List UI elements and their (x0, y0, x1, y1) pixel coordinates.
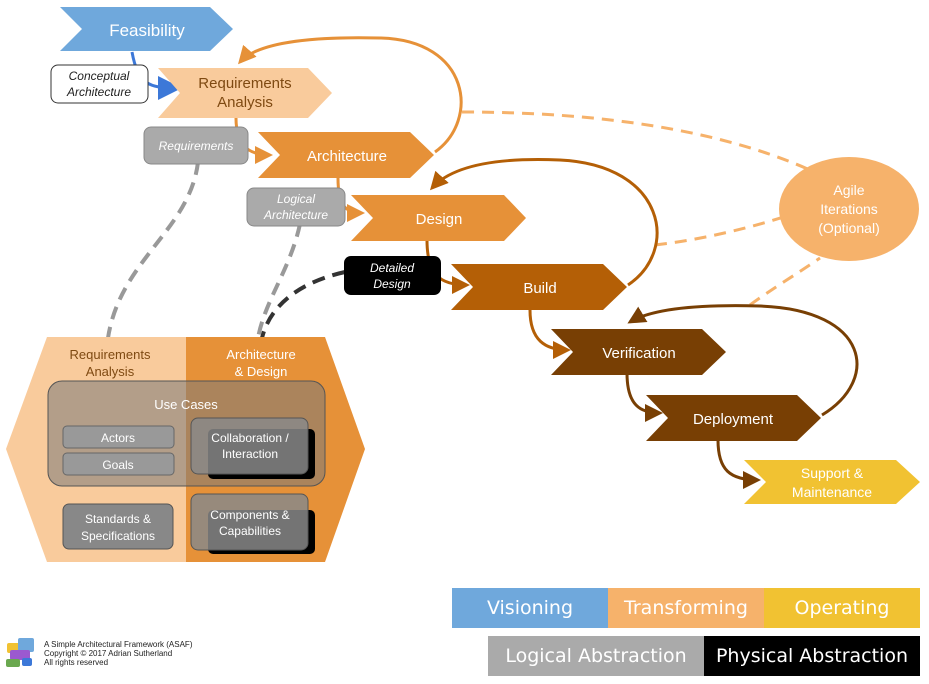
stage-support-maintenance[interactable]: Support & Maintenance (744, 460, 920, 504)
components-capabilities-box[interactable]: Components & Capabilities (190, 493, 315, 554)
stage-feasibility-label: Feasibility (109, 21, 185, 40)
legend-physical-label: Physical Abstraction (715, 645, 909, 667)
legend-operating-label: Operating (794, 597, 890, 619)
artifact-conceptual-line1: Conceptual (69, 69, 130, 83)
artifact-logical-line2: Architecture (263, 208, 328, 222)
artifact-detailed-line1: Detailed (370, 261, 414, 275)
components-line1: Components & (210, 508, 289, 522)
legend-transforming: Transforming (608, 588, 764, 628)
artifact-logical-architecture[interactable]: Logical Architecture (246, 187, 346, 227)
artifact-requirements[interactable]: Requirements (143, 126, 249, 165)
stage-architecture[interactable]: Architecture (258, 132, 434, 178)
stage-requirements-analysis-line2: Analysis (217, 94, 273, 111)
loop-build-design (429, 158, 659, 287)
legend-logical-abstraction: Logical Abstraction (488, 636, 704, 676)
stage-build[interactable]: Build (451, 264, 627, 310)
hexagon-right-title-2: & Design (235, 364, 288, 379)
agile-iterations[interactable]: Agile Iterations (Optional) (779, 157, 919, 261)
components-line2: Capabilities (219, 524, 281, 538)
legend-visioning-label: Visioning (486, 597, 574, 619)
dashed-link-logical (256, 223, 302, 339)
artifact-detailed-design[interactable]: Detailed Design (344, 256, 441, 295)
dashed-link-detailed (260, 270, 346, 339)
stage-verification-label: Verification (602, 345, 675, 362)
hexagon-framework: Requirements Analysis Architecture & Des… (6, 337, 365, 562)
legend-logical-label: Logical Abstraction (505, 645, 687, 667)
stage-requirements-analysis[interactable]: Requirements Analysis (158, 68, 332, 118)
loop-architecture-requirements (238, 36, 463, 154)
artifact-conceptual-line2: Architecture (66, 85, 131, 99)
stage-design[interactable]: Design (351, 195, 526, 241)
legend-transforming-label: Transforming (624, 597, 748, 619)
artifact-conceptual-architecture[interactable]: Conceptual Architecture (50, 64, 149, 104)
hexagon-left-title-2: Analysis (86, 364, 135, 379)
footer-line2: Copyright © 2017 Adrian Sutherland (44, 649, 173, 658)
actors-label: Actors (101, 431, 135, 445)
stage-design-label: Design (416, 211, 463, 228)
arrow-verification-deployment (625, 372, 663, 422)
dashed-link-agile-verification (749, 256, 821, 307)
actors-box[interactable]: Actors (62, 425, 175, 449)
legend-visioning: Visioning (452, 588, 608, 628)
agile-line3: (Optional) (818, 220, 879, 236)
stage-support-line2: Maintenance (792, 484, 872, 500)
hexagon-left-title-1: Requirements (70, 347, 151, 362)
dashed-link-agile-design (654, 213, 791, 247)
artifact-requirements-label: Requirements (159, 139, 234, 153)
dashed-link-requirements (106, 161, 200, 339)
stage-deployment-label: Deployment (693, 411, 774, 428)
stage-deployment[interactable]: Deployment (646, 395, 821, 441)
stage-feasibility[interactable]: Feasibility (60, 7, 233, 51)
loop-deployment-verification (627, 304, 859, 417)
artifact-detailed-line2: Design (373, 277, 411, 291)
collaboration-interaction-box[interactable]: Collaboration / Interaction (190, 417, 315, 479)
hexagon-right-title-1: Architecture (226, 347, 295, 362)
standards-line1: Standards & (85, 512, 151, 526)
agile-line1: Agile (833, 182, 864, 198)
footer-line3: All rights reserved (44, 658, 109, 667)
stage-verification[interactable]: Verification (551, 329, 726, 375)
stage-build-label: Build (523, 280, 556, 297)
collab-line2: Interaction (222, 447, 278, 461)
stage-architecture-label: Architecture (307, 148, 387, 165)
collab-line1: Collaboration / (211, 431, 289, 445)
legend-operating: Operating (764, 588, 920, 628)
stage-requirements-analysis-line1: Requirements (198, 75, 291, 92)
standards-specifications-box[interactable]: Standards & Specifications (62, 503, 174, 550)
agile-line2: Iterations (820, 201, 878, 217)
goals-box[interactable]: Goals (62, 452, 175, 476)
arrow-deployment-support (716, 439, 761, 489)
copyright-footer: A Simple Architectural Framework (ASAF) … (44, 640, 192, 667)
goals-label: Goals (102, 458, 133, 472)
stage-support-line1: Support & (801, 465, 864, 481)
use-cases-label: Use Cases (154, 397, 218, 412)
legend-physical-abstraction: Physical Abstraction (704, 636, 920, 676)
footer-line1: A Simple Architectural Framework (ASAF) (44, 640, 193, 649)
arrow-build-verification (528, 309, 571, 359)
asaf-logo-icon (6, 638, 34, 667)
standards-line2: Specifications (81, 529, 155, 543)
artifact-logical-line1: Logical (277, 192, 315, 206)
